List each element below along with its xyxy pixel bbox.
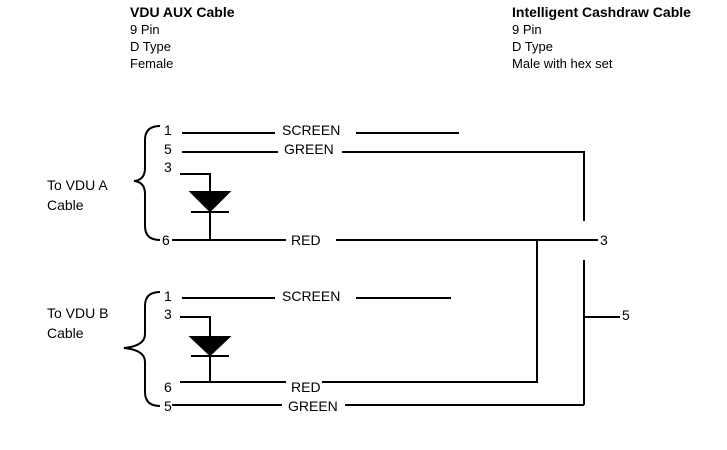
vdu-a-green-wire-right [342, 151, 585, 221]
vdu-a-pin-diode: 3 [164, 159, 172, 175]
vdu-b-screen-label: SCREEN [282, 288, 340, 304]
right-connector-spec-pins: 9 Pin [512, 22, 542, 37]
vdu-a-red-label: RED [291, 232, 321, 248]
vdu-b-brace [123, 291, 161, 407]
vdu-a-pin-green: 5 [164, 141, 172, 157]
left-connector-spec-pins: 9 Pin [130, 22, 160, 37]
vdu-b-red-label: RED [291, 379, 321, 395]
vdu-a-label: To VDU A Cable [47, 175, 108, 215]
vdu-a-green-label: GREEN [284, 141, 334, 157]
vdu-a-pin-red: 6 [162, 232, 170, 248]
vdu-b-diode-lead [180, 316, 211, 337]
left-connector-header: VDU AUX Cable 9 Pin D Type Female [130, 4, 235, 72]
vdu-b-label-line1: To VDU B [47, 305, 109, 321]
vdu-a-label-line2: Cable [47, 197, 84, 213]
vdu-a-brace [133, 125, 161, 241]
vdu-a-label-line1: To VDU A [47, 177, 108, 193]
left-connector-title: VDU AUX Cable [130, 4, 235, 20]
vdu-a-diode-lead [180, 173, 211, 192]
right-connector-spec-type: D Type [512, 39, 553, 54]
vdu-b-red-wire-right [322, 240, 538, 383]
right-connector-title: Intelligent Cashdraw Cable [512, 4, 691, 20]
vdu-a-screen-label: SCREEN [282, 122, 340, 138]
vdu-a-pin-screen: 1 [164, 122, 172, 138]
vdu-b-pin-screen: 1 [164, 288, 172, 304]
cashdraw-pin-red: 3 [600, 232, 608, 248]
left-connector-spec-gender: Female [130, 56, 174, 71]
vdu-b-label: To VDU B Cable [47, 303, 108, 343]
vdu-a-diode-icon [188, 191, 232, 213]
cashdraw-pin-green: 5 [622, 307, 630, 323]
vdu-b-pin-red: 6 [164, 379, 172, 395]
vdu-b-pin-green: 5 [164, 398, 172, 414]
left-connector-spec-type: D Type [130, 39, 171, 54]
vdu-b-diode-icon [188, 336, 232, 357]
right-connector-spec-gender: Male with hex set [512, 56, 613, 71]
vdu-b-label-line2: Cable [47, 325, 84, 341]
vdu-b-green-label: GREEN [288, 398, 338, 414]
vdu-b-pin-diode: 3 [164, 306, 172, 322]
right-connector-header: Intelligent Cashdraw Cable 9 Pin D Type … [512, 4, 691, 72]
